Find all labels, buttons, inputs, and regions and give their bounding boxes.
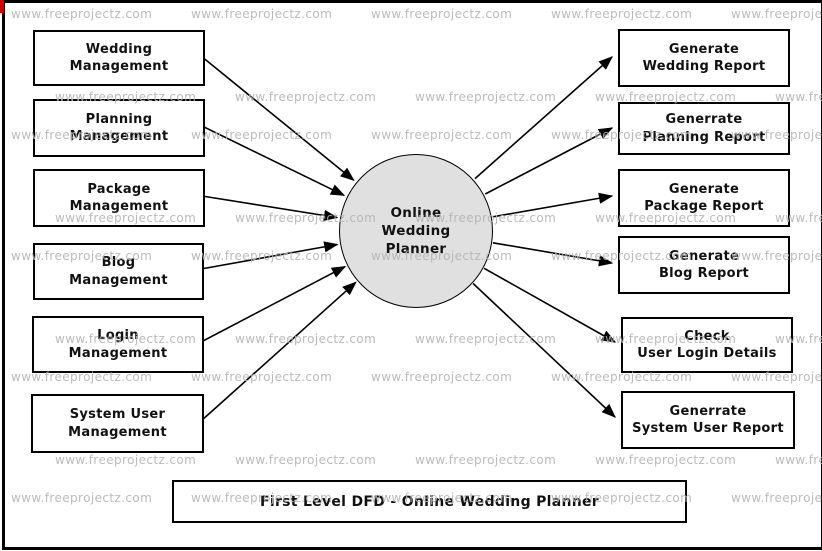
flow-login-to-process bbox=[200, 265, 347, 343]
entity-generate-systemuser-report: Generrate System User Report bbox=[621, 391, 795, 449]
process-online-wedding-planner: Online Wedding Planner bbox=[339, 154, 493, 308]
entity-generate-package-report: Generate Package Report bbox=[618, 169, 790, 227]
entity-wedding-management: Wedding Management bbox=[33, 30, 205, 86]
diagram-title-box: First Level DFD - Online Wedding Planner bbox=[172, 480, 687, 523]
flow-process-to-blog-report bbox=[492, 242, 614, 267]
flow-blog-to-process bbox=[200, 241, 339, 270]
entity-blog-management: Blog Management bbox=[33, 243, 204, 300]
entity-package-management: Package Management bbox=[33, 169, 205, 227]
flow-process-to-package-report bbox=[492, 192, 614, 218]
entity-systemuser-management: System User Management bbox=[31, 394, 204, 453]
flow-package-to-process bbox=[201, 195, 339, 221]
flow-process-to-wedding-report bbox=[474, 56, 613, 180]
entity-generate-wedding-report: Generate Wedding Report bbox=[618, 29, 790, 87]
entity-planning-management: Planning Management bbox=[33, 99, 205, 157]
entity-generate-blog-report: Generate Blog Report bbox=[618, 236, 790, 294]
corner-accent-mark bbox=[0, 0, 4, 13]
entity-login-management: Login Management bbox=[32, 316, 204, 373]
entity-check-user-login-details: Check User Login Details bbox=[621, 317, 793, 373]
flow-process-to-planning-report bbox=[484, 127, 614, 195]
flow-planning-to-process bbox=[201, 125, 346, 197]
flow-systemuser-to-process bbox=[200, 281, 357, 422]
entity-generate-planning-report: Generrate Planning Report bbox=[618, 102, 790, 155]
flow-process-to-login-details bbox=[483, 267, 617, 343]
diagram-title: First Level DFD - Online Wedding Planner bbox=[259, 493, 600, 510]
flow-process-to-systemuser-report bbox=[472, 282, 616, 418]
flow-wedding-to-process bbox=[200, 55, 355, 182]
